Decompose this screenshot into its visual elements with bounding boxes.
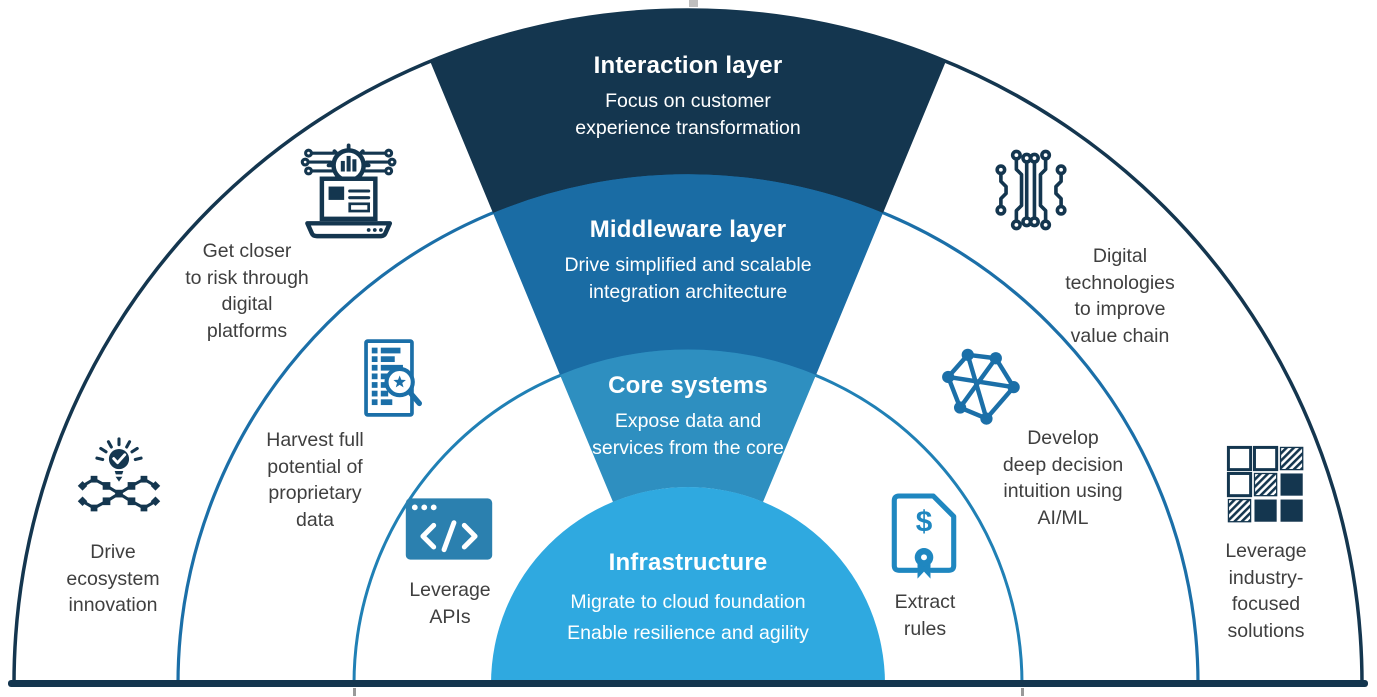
capability-label-drive-ecosystem: Drive ecosystem innovation: [66, 541, 160, 616]
idea-network-icon: [71, 436, 167, 537]
capability-label-digital-technologies: Digital technologies to improve value ch…: [1065, 245, 1175, 347]
api-code-window-icon: [404, 496, 494, 567]
interaction-layer-wedge: [430, 9, 946, 214]
capability-label-leverage-apis: Leverage APIs: [409, 579, 491, 628]
capability-label-harvest-data: Harvest full potential of proprietary da…: [266, 429, 364, 531]
laptop-analytics-icon: [290, 142, 405, 245]
middleware-layer-wedge: [493, 174, 883, 375]
industry-grid-icon: [1223, 444, 1309, 531]
capability-label-leverage-industry: Leverage industry- focused solutions: [1225, 540, 1307, 642]
graph-network-icon: [938, 344, 1023, 437]
circuit-icon: [988, 140, 1074, 245]
core-systems-wedge: [560, 349, 816, 502]
capability-label-get-closer-risk: Get closer to risk through digital platf…: [185, 240, 309, 342]
infrastructure-dome: [491, 487, 885, 684]
capability-label-develop-ai-ml: Develop deep decision intuition using AI…: [1002, 427, 1124, 529]
baseline: [8, 680, 1368, 687]
data-search-icon: [348, 336, 430, 425]
guide-tick-top: [689, 0, 698, 7]
guide-tick-bottom-left: [353, 688, 356, 696]
capability-label-extract-rules: Extract rules: [894, 591, 956, 640]
guide-tick-bottom-right: [1021, 688, 1024, 696]
certificate-dollar-icon: $: [885, 488, 963, 587]
svg-text:$: $: [916, 505, 933, 538]
